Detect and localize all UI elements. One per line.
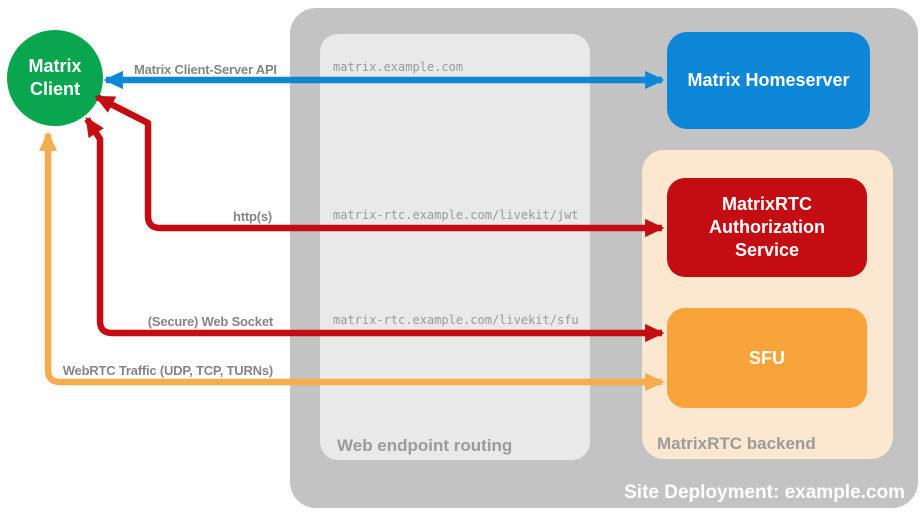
- endpoint-livekit-sfu: matrix-rtc.example.com/livekit/sfu: [333, 313, 579, 327]
- arrow-label-secure-web-socket: (Secure) Web Socket: [147, 314, 273, 329]
- matrixrtc-backend-title: MatrixRTC backend: [657, 434, 816, 453]
- arrow-label-https: http(s): [232, 209, 272, 224]
- matrixrtc-authorization-service-label: MatrixRTC Authorization Service: [709, 194, 825, 260]
- site-deployment-label: Site Deployment: example.com: [624, 482, 905, 503]
- endpoint-matrix-example-com: matrix.example.com: [333, 60, 464, 74]
- web-endpoint-routing-title: Web endpoint routing: [337, 436, 513, 455]
- matrixrtc-authorization-service-node: MatrixRTC Authorization Service: [667, 178, 867, 277]
- web-endpoint-routing-panel: [320, 34, 590, 460]
- matrix-client-node: Matrix Client: [7, 30, 103, 126]
- sfu-node: SFU: [667, 308, 867, 408]
- arrow-label-matrix-client-server-api: Matrix Client-Server API: [134, 62, 277, 77]
- matrix-client-label: Matrix Client: [28, 56, 82, 99]
- matrix-homeserver-node: Matrix Homeserver: [667, 32, 870, 129]
- arrow-label-webrtc-traffic: WebRTC Traffic (UDP, TCP, TURNs): [62, 363, 273, 378]
- sfu-label: SFU: [749, 347, 785, 368]
- matrix-homeserver-label: Matrix Homeserver: [687, 70, 850, 90]
- endpoint-livekit-jwt: matrix-rtc.example.com/livekit/jwt: [333, 208, 579, 222]
